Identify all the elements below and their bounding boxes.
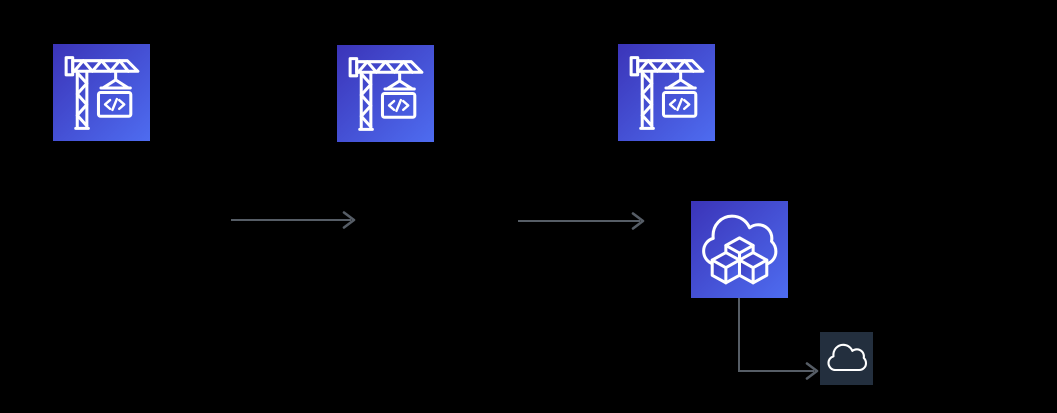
cloudformation-icon: [691, 201, 788, 298]
cdk-construct-icon-1: [53, 44, 150, 141]
crane-code-icon: [629, 56, 705, 130]
deploy-arrow: [738, 297, 819, 380]
crane-code-icon: [348, 57, 424, 131]
cdk-construct-icon-3: [618, 44, 715, 141]
cloud-icon: [827, 343, 868, 372]
aws-cloud-icon: [820, 332, 873, 385]
cdk-construct-icon-2: [337, 45, 434, 142]
cloud-cubes-icon: [702, 214, 778, 285]
flow-arrow-2: [518, 212, 645, 230]
flow-arrow-1: [231, 211, 356, 229]
crane-code-icon: [64, 56, 140, 130]
